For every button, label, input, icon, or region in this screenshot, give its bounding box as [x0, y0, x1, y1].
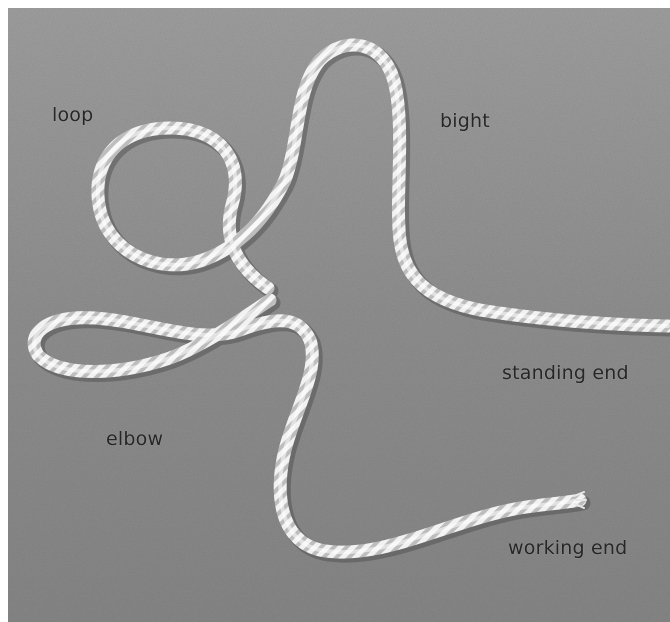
label-elbow: elbow	[106, 428, 163, 450]
label-loop: loop	[52, 104, 93, 126]
label-bight: bight	[440, 110, 490, 132]
label-working-end: working end	[508, 537, 627, 559]
label-standing-end: standing end	[502, 362, 629, 384]
